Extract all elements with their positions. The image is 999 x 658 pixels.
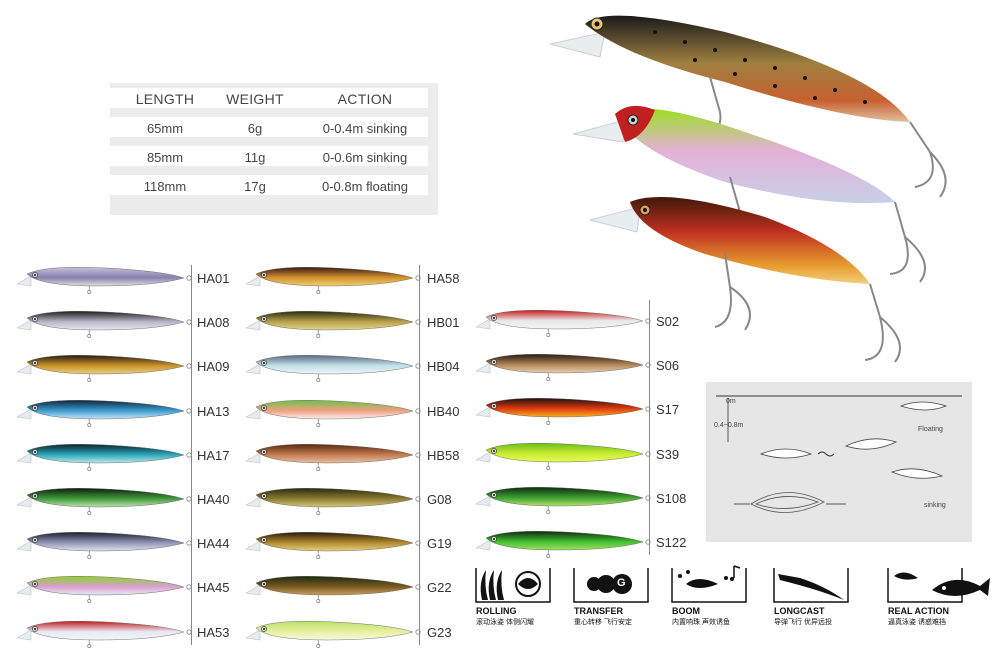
color-code-label: HA09 <box>197 359 230 375</box>
feature-subtitle: 重心转移 飞行安定 <box>574 619 632 626</box>
color-code-label: HA40 <box>197 492 230 507</box>
rolling-icon <box>475 568 551 603</box>
spec-header-band <box>110 88 428 108</box>
lure-swatch <box>245 443 421 471</box>
color-code-label: HB40 <box>427 403 460 419</box>
lure-swatch <box>16 488 192 515</box>
feature-title: ROLLING <box>476 606 517 616</box>
feature-subtitle: 内置响珠 声效诱鱼 <box>672 619 730 626</box>
spec-row-band <box>110 175 428 195</box>
spec-row-band <box>110 146 428 166</box>
feature-subtitle: 逼真泳姿 诱惑难挡 <box>888 619 946 626</box>
lure-swatch <box>16 443 192 471</box>
lure-swatch <box>475 398 651 426</box>
spec-table: LENGTH WEIGHT ACTION 65mm 6g 0-0.4m sink… <box>110 83 438 215</box>
lure-swatch <box>16 576 192 604</box>
feature-subtitle: 导弹飞行 优异远投 <box>774 619 832 626</box>
lure-swatch <box>16 267 192 294</box>
color-code-label: S39 <box>656 446 680 462</box>
header-length: LENGTH <box>135 91 195 107</box>
transfer-icon <box>573 568 649 603</box>
lure-swatch <box>245 399 421 427</box>
floating-label: Floating <box>918 426 943 433</box>
cell-weight: 11g <box>244 150 266 165</box>
cell-action: 0-0.6m sinking <box>322 150 408 165</box>
divider <box>419 265 420 645</box>
color-code-label: HA13 <box>197 403 230 419</box>
sinking-label: sinking <box>924 502 946 509</box>
feature-rolling: ROLLING 滚动泳姿 体侧闪耀 <box>472 562 554 628</box>
header-weight: WEIGHT <box>226 91 284 107</box>
lure-swatch <box>475 354 651 382</box>
depth-range-label: 0.4~0.8m <box>714 422 744 429</box>
color-code-label: S122 <box>656 535 687 550</box>
transfer-glyph: G <box>617 577 626 589</box>
feature-title: TRANSFER <box>574 606 623 616</box>
lure-swatch <box>245 311 421 339</box>
hero-lure-2 <box>572 105 926 283</box>
lure-swatch <box>245 576 421 604</box>
boom-icon <box>671 565 747 603</box>
cell-length: 118mm <box>143 179 187 194</box>
color-code-label: HA01 <box>197 271 230 286</box>
cell-action: 0-0.8m floating <box>322 179 408 194</box>
cell-weight: 17g <box>244 179 266 194</box>
lure-swatch <box>16 311 192 339</box>
cell-weight: 6g <box>247 121 263 136</box>
color-code-label: S17 <box>656 402 680 418</box>
lure-swatch <box>16 532 192 560</box>
lure-swatch <box>475 531 651 558</box>
cell-length: 65mm <box>146 121 184 136</box>
color-code-label: G19 <box>427 536 452 552</box>
lure-swatch <box>245 532 421 560</box>
color-code-label: G22 <box>427 580 452 596</box>
lure-swatch <box>475 442 651 470</box>
lure-swatch <box>16 355 192 383</box>
color-code-label: S06 <box>656 358 680 374</box>
feature-boom: BOOM 内置响珠 声效诱鱼 <box>668 562 750 628</box>
dive-diagram-drawing <box>716 395 962 513</box>
color-code-label: HA53 <box>197 624 230 640</box>
real-action-icon <box>887 568 990 603</box>
color-code-label: HA58 <box>427 271 460 286</box>
longcast-icon <box>773 568 849 603</box>
color-code-label: G23 <box>427 624 452 640</box>
color-code-label: HB58 <box>427 447 460 463</box>
lure-swatch <box>16 620 192 648</box>
color-code-label: HB01 <box>427 315 460 331</box>
lure-swatch <box>475 310 651 337</box>
cell-action: 0-0.4m sinking <box>322 121 408 136</box>
lure-swatch <box>245 355 421 383</box>
color-code-label: HB04 <box>427 359 460 375</box>
header-action: ACTION <box>337 91 393 107</box>
color-code-label: HA45 <box>197 580 230 596</box>
feature-real-action: REAL ACTION 逼真泳姿 诱惑难挡 <box>884 562 990 628</box>
divider <box>649 300 650 555</box>
color-code-label: HA08 <box>197 315 230 331</box>
color-code-label: G08 <box>427 492 452 507</box>
cell-length: 85mm <box>146 150 184 165</box>
feature-title: LONGCAST <box>774 606 825 616</box>
hero-lure-3 <box>589 197 901 363</box>
color-code-label: S108 <box>656 490 687 506</box>
color-code-label: HA17 <box>197 447 230 463</box>
lure-swatch <box>245 488 421 515</box>
color-code-label: S02 <box>656 314 680 329</box>
feature-title: BOOM <box>672 606 700 616</box>
hero-lures <box>549 15 947 363</box>
spec-row-band <box>110 117 428 137</box>
dive-diagram: 0m 0.4~0.8m Floating sinking <box>706 382 972 542</box>
lure-swatch <box>16 399 192 427</box>
lure-swatch <box>245 267 421 294</box>
lure-swatch <box>475 486 651 514</box>
feature-longcast: LONGCAST 导弹飞行 优异远投 <box>770 562 852 628</box>
depth-top-label: 0m <box>726 398 736 405</box>
lure-swatch <box>245 620 421 648</box>
feature-subtitle: 滚动泳姿 体侧闪耀 <box>476 619 534 626</box>
feature-transfer: G TRANSFER 重心转移 飞行安定 <box>570 562 652 628</box>
color-code-label: HA44 <box>197 536 230 552</box>
feature-title: REAL ACTION <box>888 606 950 616</box>
